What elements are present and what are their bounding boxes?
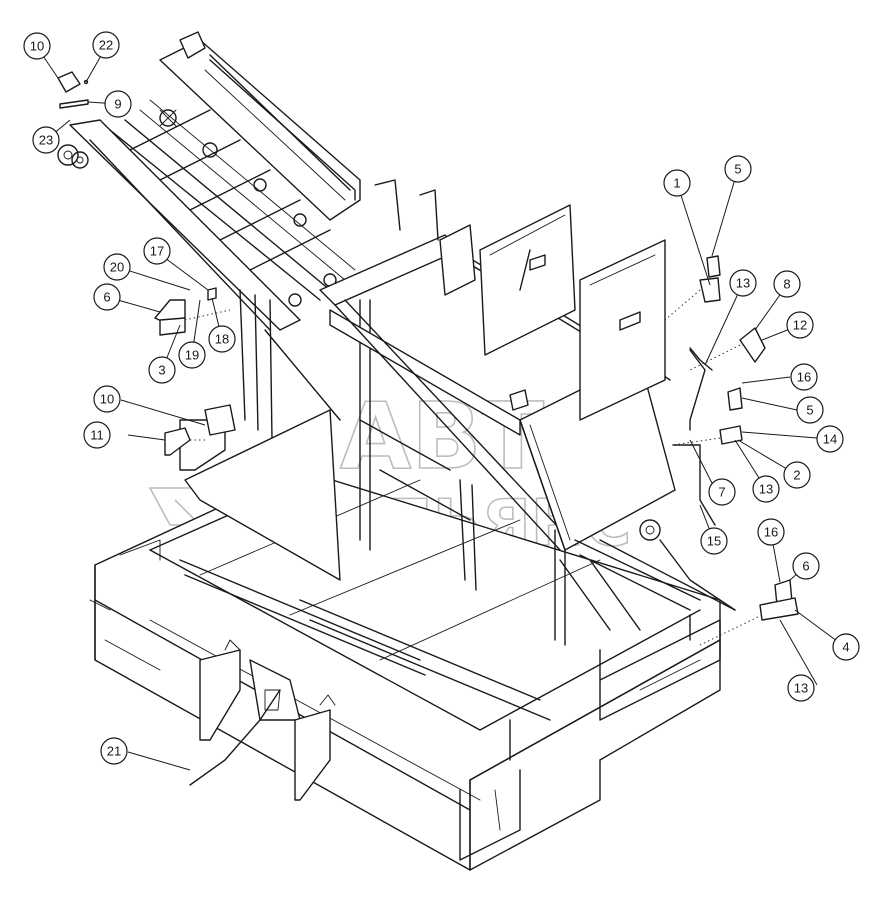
part-8-12-plate bbox=[739, 327, 766, 363]
svg-text:23: 23 bbox=[39, 133, 53, 148]
svg-text:3: 3 bbox=[158, 363, 165, 378]
part-4-plate bbox=[759, 597, 799, 621]
callout-3: 3 bbox=[148, 356, 176, 384]
callout-6: 6 bbox=[93, 283, 121, 311]
part-11-block bbox=[164, 427, 191, 456]
long-rods bbox=[209, 54, 736, 611]
svg-text:5: 5 bbox=[806, 403, 813, 418]
part-5-top bbox=[706, 255, 721, 278]
svg-text:21: 21 bbox=[107, 744, 121, 759]
hopper-frame bbox=[519, 359, 701, 611]
svg-text:6: 6 bbox=[103, 290, 110, 305]
callout-5: 5 bbox=[724, 155, 752, 183]
callout-16: 16 bbox=[790, 363, 818, 391]
svg-text:14: 14 bbox=[823, 432, 837, 447]
part-22-washer bbox=[83, 79, 89, 85]
machine-frame-drawing bbox=[57, 31, 736, 871]
callout-14: 14 bbox=[816, 425, 844, 453]
callout-13: 13 bbox=[787, 674, 815, 702]
svg-text:16: 16 bbox=[764, 525, 778, 540]
svg-text:18: 18 bbox=[215, 332, 229, 347]
part-14-2 bbox=[719, 425, 743, 445]
svg-text:13: 13 bbox=[794, 681, 808, 696]
svg-text:4: 4 bbox=[842, 640, 849, 655]
callout-4: 4 bbox=[832, 633, 860, 661]
base-platform bbox=[89, 469, 721, 871]
callout-16: 16 bbox=[757, 518, 785, 546]
callout-15: 15 bbox=[700, 527, 728, 555]
part-5-mid bbox=[727, 387, 743, 411]
callout-20: 20 bbox=[103, 253, 131, 281]
callouts: 10 22 9 23 1 5 17 20 6 18 19 3 13 8 12 1… bbox=[23, 31, 860, 765]
callout-5: 5 bbox=[796, 396, 824, 424]
svg-text:6: 6 bbox=[802, 559, 809, 574]
callout-11: 11 bbox=[83, 421, 111, 449]
svg-text:19: 19 bbox=[185, 348, 199, 363]
svg-text:13: 13 bbox=[736, 276, 750, 291]
svg-text:10: 10 bbox=[30, 39, 44, 54]
callout-9: 9 bbox=[104, 90, 132, 118]
part-18 bbox=[207, 287, 217, 301]
svg-text:11: 11 bbox=[90, 428, 104, 443]
part-3-bracket bbox=[159, 317, 186, 336]
svg-text:2: 2 bbox=[793, 468, 800, 483]
callout-7: 7 bbox=[708, 478, 736, 506]
svg-text:16: 16 bbox=[797, 370, 811, 385]
lower-cable bbox=[189, 689, 281, 786]
callout-19: 19 bbox=[178, 341, 206, 369]
svg-text:8: 8 bbox=[783, 277, 790, 292]
svg-text:15: 15 bbox=[707, 534, 721, 549]
incline-conveyor-frame bbox=[57, 31, 361, 331]
top-cap-part bbox=[509, 389, 529, 411]
callout-2: 2 bbox=[783, 461, 811, 489]
lower-bracket-assembly bbox=[199, 639, 336, 801]
svg-text:17: 17 bbox=[150, 244, 164, 259]
callout-10: 10 bbox=[93, 385, 121, 413]
svg-text:1: 1 bbox=[673, 176, 680, 191]
callout-12: 12 bbox=[786, 311, 814, 339]
callout-22: 22 bbox=[92, 31, 120, 59]
callout-13: 13 bbox=[729, 269, 757, 297]
left-mid-bracket bbox=[179, 404, 341, 581]
callout-13: 13 bbox=[752, 475, 780, 503]
svg-text:5: 5 bbox=[734, 162, 741, 177]
part-9-pin bbox=[59, 99, 89, 109]
callout-21: 21 bbox=[100, 737, 128, 765]
svg-text:12: 12 bbox=[793, 318, 807, 333]
part-10-top bbox=[57, 71, 81, 93]
callout-23: 23 bbox=[32, 126, 60, 154]
svg-text:7: 7 bbox=[718, 485, 725, 500]
callout-6: 6 bbox=[792, 552, 820, 580]
callout-10: 10 bbox=[23, 32, 51, 60]
svg-text:10: 10 bbox=[100, 392, 114, 407]
svg-text:20: 20 bbox=[110, 260, 124, 275]
svg-text:9: 9 bbox=[114, 97, 121, 112]
exploded-parts bbox=[57, 71, 799, 646]
callout-1: 1 bbox=[663, 169, 691, 197]
callout-17: 17 bbox=[143, 237, 171, 265]
svg-text:13: 13 bbox=[759, 482, 773, 497]
part-1-plate bbox=[699, 277, 721, 303]
callout-8: 8 bbox=[773, 270, 801, 298]
pipe-elements bbox=[374, 179, 736, 611]
svg-text:22: 22 bbox=[99, 38, 113, 53]
part-13-rod bbox=[689, 347, 713, 371]
callout-18: 18 bbox=[208, 325, 236, 353]
right-side-panels bbox=[439, 204, 666, 421]
